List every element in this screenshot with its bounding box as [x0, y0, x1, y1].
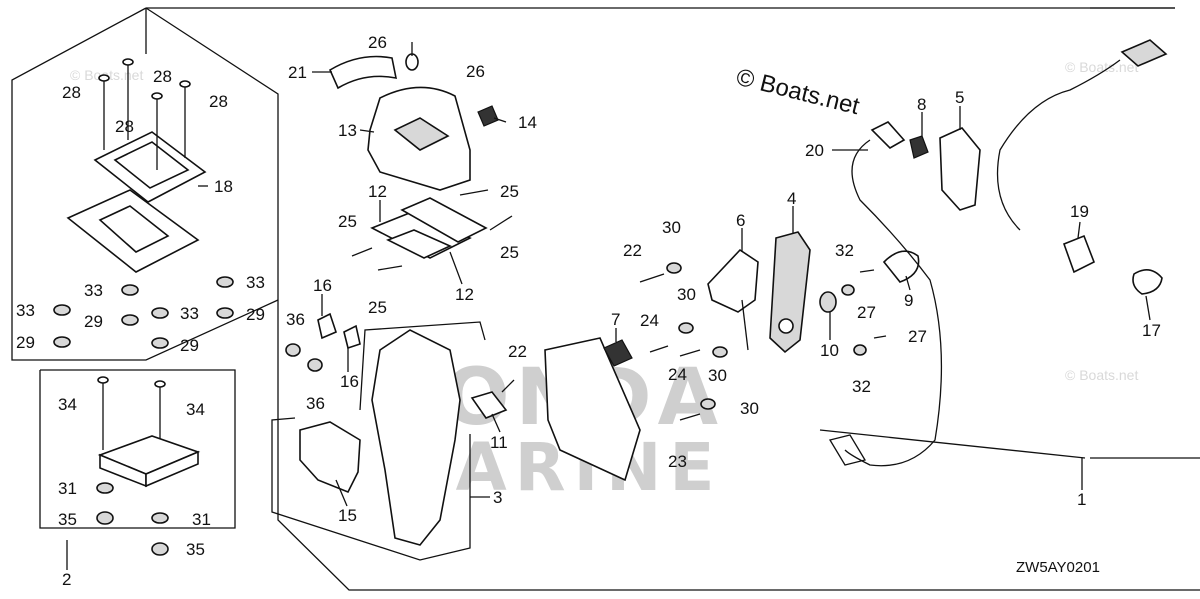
assembly-frame: [11, 7, 1200, 591]
connector-20: [870, 121, 906, 149]
callout-13: 13: [338, 121, 357, 140]
callout-12b: 12: [455, 285, 474, 304]
screws-22-23-24: [501, 273, 701, 421]
grommet-8: [909, 135, 929, 159]
callout-33d: 33: [246, 273, 265, 292]
callout-24b: 24: [668, 365, 687, 384]
callout-2: 2: [62, 570, 71, 589]
plug-17: [1132, 269, 1163, 295]
washers-30: [666, 262, 728, 410]
callout-35b: 35: [186, 540, 205, 559]
connector-19: [1062, 234, 1096, 274]
callout-28d: 28: [209, 92, 228, 111]
callout-24a: 24: [640, 311, 659, 330]
callout-11: 11: [490, 433, 508, 452]
cable-1: [844, 139, 943, 467]
cable-1-connector: [828, 434, 867, 466]
callout-36b: 36: [306, 394, 325, 413]
bracket-11: [470, 391, 508, 419]
callout-33a: 33: [16, 301, 35, 320]
callout-25b: 25: [338, 212, 357, 231]
diagram-code: ZW5AY0201: [1016, 559, 1100, 576]
callout-18: 18: [214, 177, 233, 196]
watermark-copyright-right: © Boats.net: [1065, 367, 1138, 383]
nuts-washers-29-33: [53, 276, 234, 349]
callout-27b: 27: [908, 327, 927, 346]
bolts-28: [98, 58, 191, 170]
callout-16a: 16: [313, 276, 332, 295]
callout-17: 17: [1142, 321, 1161, 340]
callout-19: 19: [1070, 202, 1089, 221]
callout-28b: 28: [153, 67, 172, 86]
brackets-12: [370, 197, 488, 259]
callout-10: 10: [820, 341, 839, 360]
callout-30b: 30: [677, 285, 696, 304]
callout-29c: 29: [180, 336, 199, 355]
plug-19-top: [1120, 39, 1168, 67]
callout-25c: 25: [500, 243, 519, 262]
watermark-copyright-top-right: © Boats.net: [1065, 59, 1138, 75]
leader-lines: [66, 71, 1151, 570]
callout-3: 3: [493, 488, 502, 507]
callout-16b: 16: [340, 372, 359, 391]
callout-1: 1: [1077, 490, 1086, 509]
clamps-16-36: [285, 312, 361, 372]
plate-kit-2: [96, 376, 201, 556]
callouts: 1 2 3 4 5 6 7 8 9 10 11 12 12 13 14 15 1…: [16, 33, 1161, 589]
callout-30d: 30: [740, 399, 759, 418]
callout-32b: 32: [852, 377, 871, 396]
callout-25a: 25: [500, 182, 519, 201]
lever-4: [769, 231, 811, 354]
callout-30c: 30: [708, 366, 727, 385]
callout-15: 15: [338, 506, 357, 525]
callout-26b: 26: [466, 62, 485, 81]
callout-30a: 30: [662, 218, 681, 237]
housing-3: [371, 329, 461, 546]
callout-5: 5: [955, 88, 964, 107]
callout-29d: 29: [246, 305, 265, 324]
callout-7: 7: [611, 310, 620, 329]
callout-25d: 25: [368, 298, 387, 317]
gasket-plate: [544, 337, 641, 482]
gasket-15: [299, 421, 361, 494]
callout-26a: 26: [368, 33, 387, 52]
housing-frame: [271, 321, 486, 561]
callout-9: 9: [904, 291, 913, 310]
bolts-25: [351, 189, 513, 271]
callout-20: 20: [805, 141, 824, 160]
plate-gasket-18: [66, 131, 207, 273]
callout-21: 21: [288, 63, 307, 82]
callout-31b: 31: [192, 510, 211, 529]
callout-28c: 28: [115, 117, 134, 136]
callout-33c: 33: [180, 304, 199, 323]
callout-14: 14: [518, 113, 537, 132]
callout-12a: 12: [368, 182, 387, 201]
callout-23: 23: [668, 452, 687, 471]
callout-22a: 22: [623, 241, 642, 260]
clip-14: [477, 105, 499, 127]
callout-8: 8: [917, 95, 926, 114]
callout-6: 6: [736, 211, 745, 230]
callout-36a: 36: [286, 310, 305, 329]
callout-29b: 29: [84, 312, 103, 331]
callout-31a: 31: [58, 479, 77, 498]
arm-6: [707, 248, 759, 313]
cover-13-21: [328, 42, 471, 191]
cable-19: [996, 59, 1121, 231]
bracket-5: [939, 127, 981, 211]
parts-9-10-27-32: [819, 250, 920, 356]
callout-28a: 28: [62, 83, 81, 102]
callout-29a: 29: [16, 333, 35, 352]
callout-32a: 32: [835, 241, 854, 260]
callout-27a: 27: [857, 303, 876, 322]
callout-35a: 35: [58, 510, 77, 529]
copyright-text: © Boats.net: [734, 64, 863, 121]
callout-22b: 22: [508, 342, 527, 361]
callout-33b: 33: [84, 281, 103, 300]
callout-4: 4: [787, 189, 796, 208]
callout-34b: 34: [186, 400, 205, 419]
block-7: [603, 339, 633, 367]
callout-34a: 34: [58, 395, 77, 414]
